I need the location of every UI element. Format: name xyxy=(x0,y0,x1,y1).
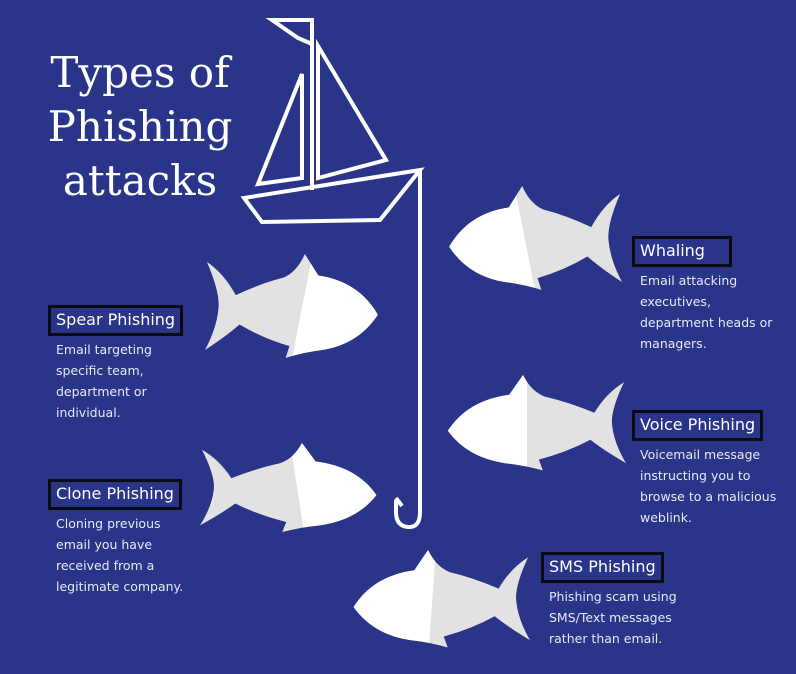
desc-line: received from a xyxy=(56,558,155,573)
desc-line: legitimate company. xyxy=(56,579,184,594)
desc-line: browse to a malicious xyxy=(640,489,777,504)
desc-line: individual. xyxy=(56,405,121,420)
fish-sms-icon xyxy=(353,550,530,648)
attack-description: Email attacking executives, department h… xyxy=(640,270,772,354)
fish-whaling-icon xyxy=(449,186,622,290)
attack-heading: SMS Phishing xyxy=(541,552,664,583)
title-line: Types of xyxy=(50,48,230,97)
desc-line: Email attacking xyxy=(640,273,738,288)
fish-clone-icon xyxy=(200,443,377,533)
desc-line: department heads or xyxy=(640,315,773,330)
attack-voice-phishing: Voice Phishing Voicemail message instruc… xyxy=(632,410,776,528)
attack-description: Voicemail message instructing you to bro… xyxy=(640,444,776,528)
page-title: Types of Phishing attacks xyxy=(20,46,260,208)
fish-spear-icon xyxy=(205,254,378,358)
desc-line: Phishing scam using xyxy=(549,589,677,604)
desc-line: managers. xyxy=(640,336,707,351)
desc-line: Voicemail message xyxy=(640,447,761,462)
attack-clone-phishing: Clone Phishing Cloning previous email yo… xyxy=(48,479,183,597)
attack-description: Phishing scam using SMS/Text messages ra… xyxy=(549,586,677,649)
attack-heading: Clone Phishing xyxy=(48,479,182,510)
title-line: attacks xyxy=(62,156,218,205)
attack-sms-phishing: SMS Phishing Phishing scam using SMS/Tex… xyxy=(541,552,677,649)
desc-line: department or xyxy=(56,384,147,399)
desc-line: weblink. xyxy=(640,510,692,525)
fish-voice-icon xyxy=(447,375,626,471)
attack-description: Email targeting specific team, departmen… xyxy=(56,339,183,423)
desc-line: instructing you to xyxy=(640,468,751,483)
sailboat-icon xyxy=(240,18,425,225)
attack-spear-phishing: Spear Phishing Email targeting specific … xyxy=(48,305,184,423)
desc-line: Cloning previous xyxy=(56,516,161,531)
fishing-hook-icon xyxy=(394,170,422,530)
attack-description: Cloning previous email you have received… xyxy=(56,513,183,597)
desc-line: email you have xyxy=(56,537,153,552)
desc-line: SMS/Text messages xyxy=(549,610,672,625)
desc-line: executives, xyxy=(640,294,711,309)
attack-heading: Voice Phishing xyxy=(632,410,764,441)
title-line: Phishing xyxy=(47,102,233,151)
attack-whaling: Whaling Email attacking executives, depa… xyxy=(632,236,772,354)
attack-heading: Spear Phishing xyxy=(48,305,184,336)
attack-heading: Whaling xyxy=(632,236,732,267)
desc-line: Email targeting xyxy=(56,342,152,357)
desc-line: specific team, xyxy=(56,363,144,378)
desc-line: rather than email. xyxy=(549,631,663,646)
